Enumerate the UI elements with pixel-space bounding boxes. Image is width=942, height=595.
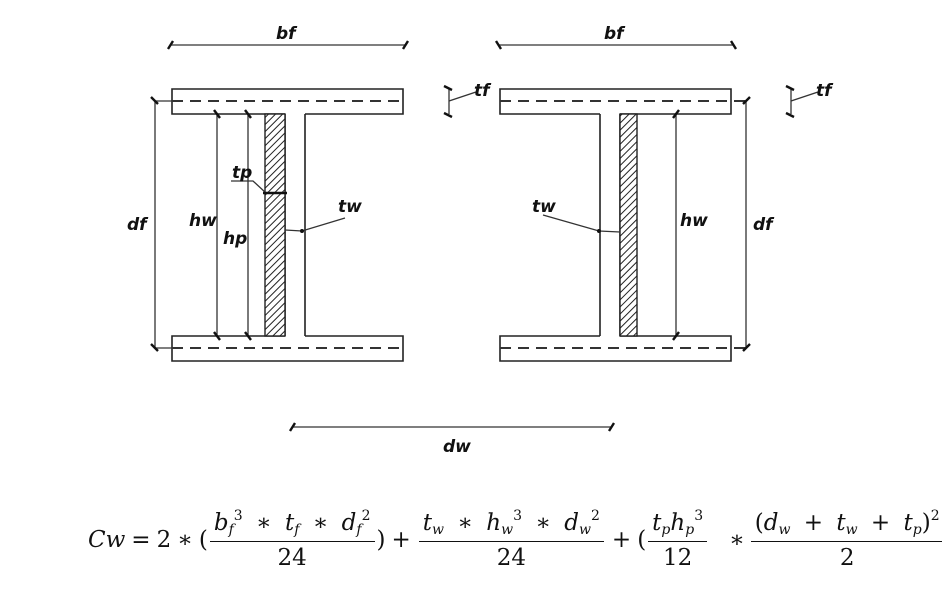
exp-2: 2 <box>930 508 940 525</box>
sub-p: p <box>661 522 671 539</box>
sub-w: w <box>845 522 858 539</box>
exp-2: 2 <box>590 508 600 525</box>
formula-close-paren-1: ) <box>376 527 386 553</box>
right-tw-leader: tw <box>532 197 621 233</box>
sub-w: w <box>778 522 791 539</box>
right-df-label: df <box>753 215 775 235</box>
times: ∗ <box>256 510 272 537</box>
term1-numerator: bf3 ∗ tf ∗ df2 <box>209 508 375 543</box>
var-t: t <box>284 510 295 537</box>
var-d: d <box>763 510 779 537</box>
formula-term-flanges: bf3 ∗ tf ∗ df2 24 <box>209 508 375 572</box>
formula-term-offset: (dw + tw + tp)2 2 <box>750 508 942 572</box>
right-tw-label: tw <box>532 197 556 217</box>
var-t: t <box>836 510 846 537</box>
left-tp-leader: tp <box>231 163 287 195</box>
formula-plus-2: + <box>611 527 632 553</box>
left-tw-label: tw <box>338 197 362 217</box>
term2-numerator: tw ∗ hw3 ∗ dw2 <box>418 508 604 543</box>
right-tf-dimension: tf <box>785 81 834 119</box>
right-tf-label: tf <box>816 81 834 101</box>
term4-numerator: (dw + tw + tp)2 <box>750 508 942 543</box>
left-doubler-plate <box>264 113 286 337</box>
var-b: b <box>213 510 229 537</box>
formula-open-paren-1: ( <box>198 527 208 553</box>
term3-numerator: tphp3 <box>648 508 708 543</box>
left-tf-dimension: tf <box>443 81 492 119</box>
left-top-flange <box>171 88 404 115</box>
right-doubler-plate <box>619 113 638 337</box>
term4-denominator: 2 <box>839 545 855 572</box>
right-hw-label: hw <box>680 211 708 231</box>
formula-term-plate: tphp3 12 <box>648 508 708 572</box>
right-hw-dimension: hw <box>672 109 708 341</box>
var-d: d <box>341 510 357 537</box>
term3-denominator: 12 <box>663 545 693 572</box>
var-t: t <box>422 510 433 537</box>
exp-3: 3 <box>694 508 704 525</box>
sub-w: w <box>501 522 514 539</box>
term1-denominator: 24 <box>277 545 307 572</box>
sub-f: f <box>228 522 234 539</box>
left-bf-dimension: bf <box>166 24 410 50</box>
dw-dimension: dw <box>288 422 616 457</box>
dw-label: dw <box>443 437 471 457</box>
exp-2: 2 <box>361 508 371 525</box>
exp-3: 3 <box>233 508 243 525</box>
times: ∗ <box>457 510 473 537</box>
formula-equals: = <box>131 527 151 553</box>
formula-lhs: Cw <box>88 527 126 553</box>
left-hw-label: hw <box>189 211 217 231</box>
right-top-flange <box>499 88 732 115</box>
right-bf-dimension: bf <box>494 24 738 50</box>
right-section: bf hw df tw <box>494 24 834 362</box>
formula-times-2: ∗ <box>729 527 745 553</box>
sub-f: f <box>294 522 300 539</box>
formula-coef: 2 <box>156 527 172 553</box>
warping-constant-formula: Cw = 2 ∗ ( bf3 ∗ tf ∗ df2 24 ) + tw ∗ hw… <box>88 500 942 580</box>
left-hp-dimension: hp <box>223 109 252 341</box>
formula-times-1: ∗ <box>177 527 193 553</box>
sub-p: p <box>912 522 922 539</box>
left-section: bf df hw <box>127 24 492 362</box>
sub-f: f <box>356 522 362 539</box>
left-df-label: df <box>127 215 149 235</box>
var-h: h <box>670 510 686 537</box>
var-d: d <box>564 510 579 537</box>
left-bottom-flange <box>171 335 404 362</box>
var-h: h <box>486 510 502 537</box>
left-tf-label: tf <box>474 81 492 101</box>
left-df-dimension: df <box>127 96 172 352</box>
plus: + <box>803 510 824 537</box>
paren-close: ) <box>921 510 931 537</box>
paren-open: ( <box>754 510 764 537</box>
left-bf-label: bf <box>276 24 298 44</box>
right-df-dimension: df <box>742 96 775 352</box>
formula-plus-1: + <box>391 527 411 553</box>
formula-term-web: tw ∗ hw3 ∗ dw2 24 <box>418 508 604 572</box>
i-beam-diagram: bf df hw <box>127 24 834 457</box>
var-t: t <box>652 510 662 537</box>
sub-w: w <box>579 522 591 539</box>
left-hw-dimension: hw <box>189 109 221 341</box>
var-t: t <box>903 510 913 537</box>
exp-3: 3 <box>513 508 522 525</box>
right-bottom-flange <box>499 335 732 362</box>
sub-w: w <box>432 522 444 539</box>
left-hp-label: hp <box>223 229 247 249</box>
formula-open-paren-2: ( <box>637 527 647 553</box>
right-bf-label: bf <box>604 24 626 44</box>
left-tw-leader: tw <box>284 197 362 233</box>
plus: + <box>870 510 891 537</box>
times: ∗ <box>312 510 329 537</box>
term2-denominator: 24 <box>496 545 526 572</box>
times: ∗ <box>535 510 551 537</box>
left-tp-label: tp <box>232 163 252 183</box>
sub-p: p <box>685 522 695 539</box>
